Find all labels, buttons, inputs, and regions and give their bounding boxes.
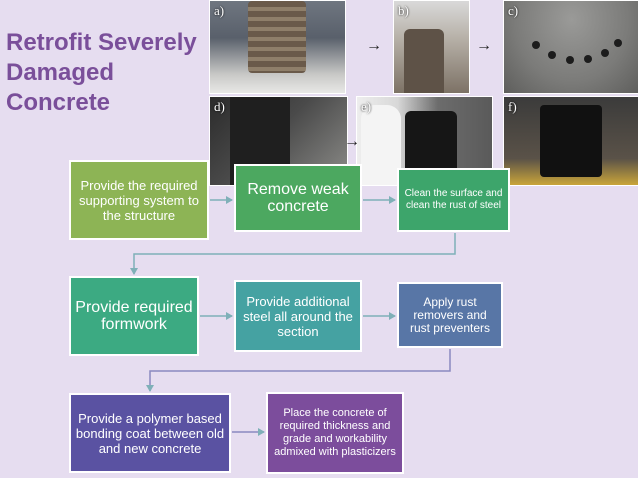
step-box-6: Apply rust removers and rust preventers: [397, 282, 503, 348]
step-box-1: Provide the required supporting system t…: [69, 160, 209, 240]
photo-c: c): [503, 0, 638, 94]
step-2-text: Remove weak concrete: [247, 181, 349, 215]
photo-label: d): [214, 99, 225, 114]
hole-dot: [532, 41, 540, 49]
worker-image: [361, 105, 401, 185]
photo-label: e): [361, 99, 372, 114]
step-box-5: Provide additional steel all around the …: [234, 280, 362, 352]
step-3-text: Clean the surface and clean the rust of …: [404, 188, 503, 211]
photo-label: c): [508, 3, 519, 18]
photo-a: a): [209, 0, 346, 94]
hole-dot: [614, 39, 622, 47]
title-line-1: Retrofit Severely: [6, 29, 197, 56]
step-6-text: Apply rust removers and rust preventers: [409, 294, 491, 335]
step-1-text: Provide the required supporting system t…: [79, 177, 199, 223]
arrow-3-4: [130, 233, 456, 275]
arrow-6-7: [146, 349, 451, 392]
step-8-text: Place the concrete of required thickness…: [274, 407, 396, 458]
photo-label: f): [508, 99, 517, 114]
step-5-text: Provide additional steel all around the …: [243, 293, 353, 339]
step-box-4: Provide required formwork: [69, 276, 199, 356]
title-line-2: Damaged: [6, 59, 115, 86]
title-line-3: Concrete: [6, 89, 111, 116]
photo-f: f): [503, 96, 638, 186]
hole-dot: [548, 51, 556, 59]
column-image: [404, 29, 444, 93]
photo-arrow-icon: →: [476, 37, 492, 54]
hole-dot: [566, 56, 574, 64]
column-image: [248, 1, 306, 73]
slide-title: Retrofit Severely Damaged Concrete: [6, 28, 211, 118]
photo-b: b): [393, 0, 470, 94]
column-image: [540, 105, 602, 177]
step-box-3: Clean the surface and clean the rust of …: [397, 168, 510, 232]
step-7-text: Provide a polymer based bonding coat bet…: [75, 410, 225, 456]
hole-dot: [584, 55, 592, 63]
hole-dot: [601, 49, 609, 57]
photo-arrow-icon: →: [366, 37, 382, 54]
step-box-8: Place the concrete of required thickness…: [266, 392, 404, 474]
step-4-text: Provide required formwork: [75, 299, 193, 333]
step-box-7: Provide a polymer based bonding coat bet…: [69, 393, 231, 473]
photo-arrow-icon: →: [344, 133, 360, 150]
step-box-2: Remove weak concrete: [234, 164, 362, 232]
photo-label: a): [214, 3, 225, 18]
photo-label: b): [398, 3, 409, 18]
